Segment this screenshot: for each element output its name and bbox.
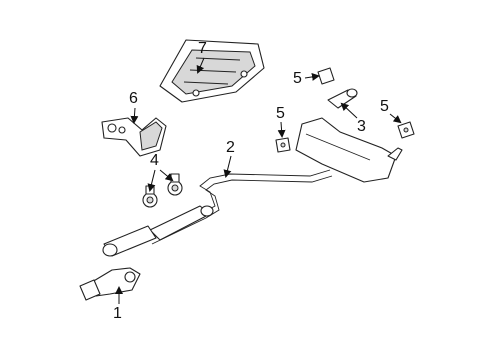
callout-5-top: 5 — [293, 70, 302, 87]
leader-5b — [277, 121, 286, 138]
hanger-part-right — [167, 173, 183, 196]
insulator-part-right — [397, 121, 415, 139]
callout-7: 7 — [198, 40, 207, 57]
tailpipe-tip-part — [327, 88, 358, 109]
leader-6 — [130, 107, 139, 124]
front-pipe-part — [79, 267, 141, 301]
insulator-part-mid — [275, 137, 291, 153]
callout-5-right: 5 — [380, 98, 389, 115]
callout-4: 4 — [150, 152, 159, 169]
catalytic-converter-part — [101, 117, 167, 157]
leader-4 — [147, 169, 156, 192]
intermediate-pipe-part — [102, 169, 333, 257]
leader-4b — [159, 169, 174, 182]
callout-3: 3 — [357, 118, 366, 135]
leader-2 — [223, 155, 232, 178]
leader-5c — [389, 113, 402, 124]
leader-3 — [340, 102, 358, 119]
callout-1: 1 — [113, 305, 122, 322]
insulator-part-top — [317, 67, 335, 85]
muffler-part — [295, 117, 403, 183]
leader-7 — [196, 57, 205, 74]
callout-6: 6 — [129, 90, 138, 107]
heat-shield-part — [159, 39, 265, 103]
callout-5-mid: 5 — [276, 105, 285, 122]
callout-2: 2 — [226, 139, 235, 156]
leader-5a — [304, 72, 320, 81]
